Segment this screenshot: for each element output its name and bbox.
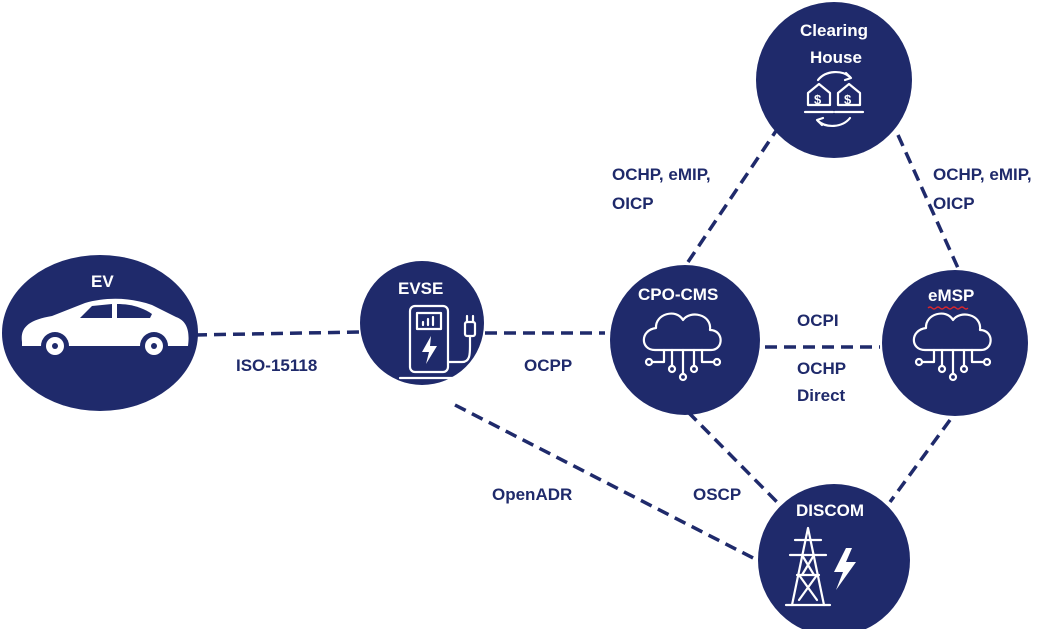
charging-station-icon — [398, 304, 477, 380]
edge-emsp-discom — [888, 418, 952, 504]
edge-label-iso15118: ISO-15118 — [236, 356, 317, 375]
node-cpo-cms: CPO-CMS — [610, 265, 760, 415]
edge-cpo-clearing — [686, 127, 780, 263]
power-tower-icon — [784, 526, 856, 607]
edge-label-ochp-line2: Direct — [797, 386, 846, 405]
car-icon — [21, 298, 189, 360]
node-emsp: eMSP — [882, 270, 1028, 416]
edge-label-ocpp: OCPP — [524, 356, 572, 375]
node-emsp-title: eMSP — [928, 286, 974, 305]
edge-label-oscp: OSCP — [693, 485, 741, 504]
edge-label-ocpi: OCPI — [797, 311, 839, 330]
spellcheck-underline — [927, 306, 969, 310]
node-evse-title: EVSE — [398, 279, 443, 298]
node-ev: EV — [2, 255, 198, 411]
edge-label-clearing-emsp-line1: OCHP, eMIP, — [933, 165, 1032, 184]
edge-labels: ISO-15118 OCPP OCHP, eMIP, OICP OCHP, eM… — [236, 165, 1032, 504]
edge-label-cpo-clearing-line2: OICP — [612, 194, 654, 213]
edge-evse-discom — [454, 403, 758, 562]
edge-ev-evse — [194, 330, 361, 337]
node-clearing-title-line2: House — [810, 48, 862, 67]
edge-clearing-emsp — [896, 134, 960, 269]
money-exchange-icon: $ $ — [803, 71, 865, 127]
node-discom-title: DISCOM — [796, 501, 864, 520]
svg-text:$: $ — [814, 92, 822, 107]
edge-cpo-discom — [686, 410, 780, 505]
node-clearing-title-line1: Clearing — [800, 21, 868, 40]
edge-label-clearing-emsp-line2: OICP — [933, 194, 975, 213]
node-clearing-house: Clearing House $ $ — [756, 2, 912, 158]
node-discom: DISCOM — [758, 484, 910, 629]
cloud-network-icon — [642, 312, 722, 382]
edge-label-ochp-line1: OCHP — [797, 359, 846, 378]
node-cpo-title: CPO-CMS — [638, 285, 718, 304]
edge-label-openadr: OpenADR — [492, 485, 572, 504]
edge-label-cpo-clearing-line1: OCHP, eMIP, — [612, 165, 711, 184]
node-evse: EVSE — [360, 261, 484, 385]
cloud-network-icon — [912, 312, 992, 382]
svg-text:$: $ — [844, 92, 852, 107]
node-ev-title: EV — [91, 272, 114, 291]
edges — [194, 127, 960, 562]
